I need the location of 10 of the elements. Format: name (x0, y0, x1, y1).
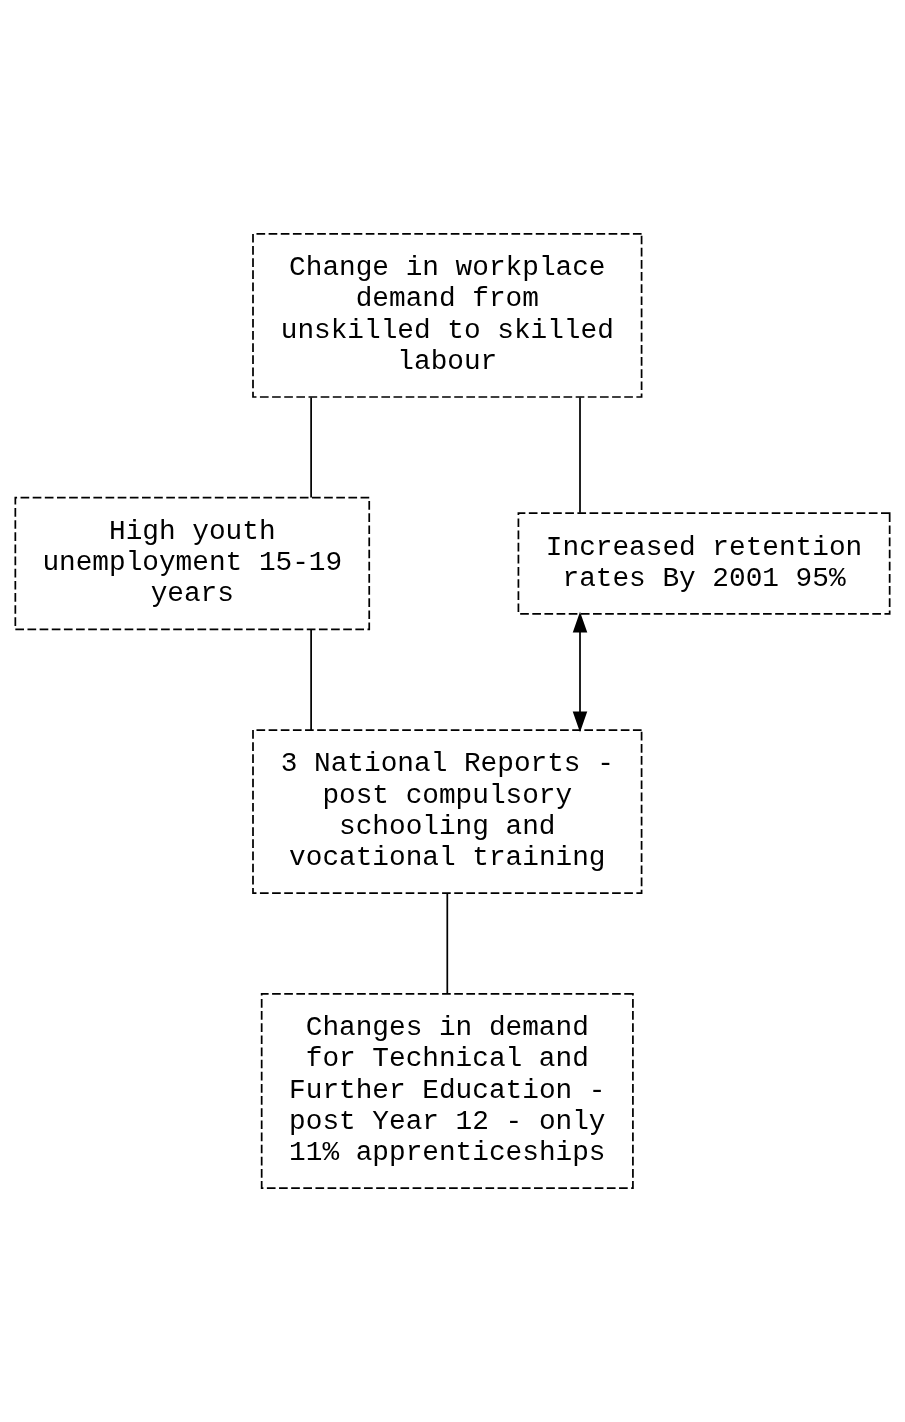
node-box: Increased retention rates By 2001 95% (517, 512, 891, 615)
connector (310, 396, 312, 499)
connector (446, 892, 449, 995)
node-box: Changes in demand for Technical and Further Education - post Year 12 - only 11% apprenticeships (260, 992, 634, 1189)
node-box: Change in workplace demand from unskilled to skilled labour (252, 233, 643, 398)
arrow (572, 611, 588, 733)
connector (310, 629, 312, 731)
node-box: High youth unemployment 15-19 years (14, 496, 371, 631)
connector (579, 396, 581, 514)
node-box: 3 National Reports - post compulsory schooling and vocational training (252, 729, 643, 894)
